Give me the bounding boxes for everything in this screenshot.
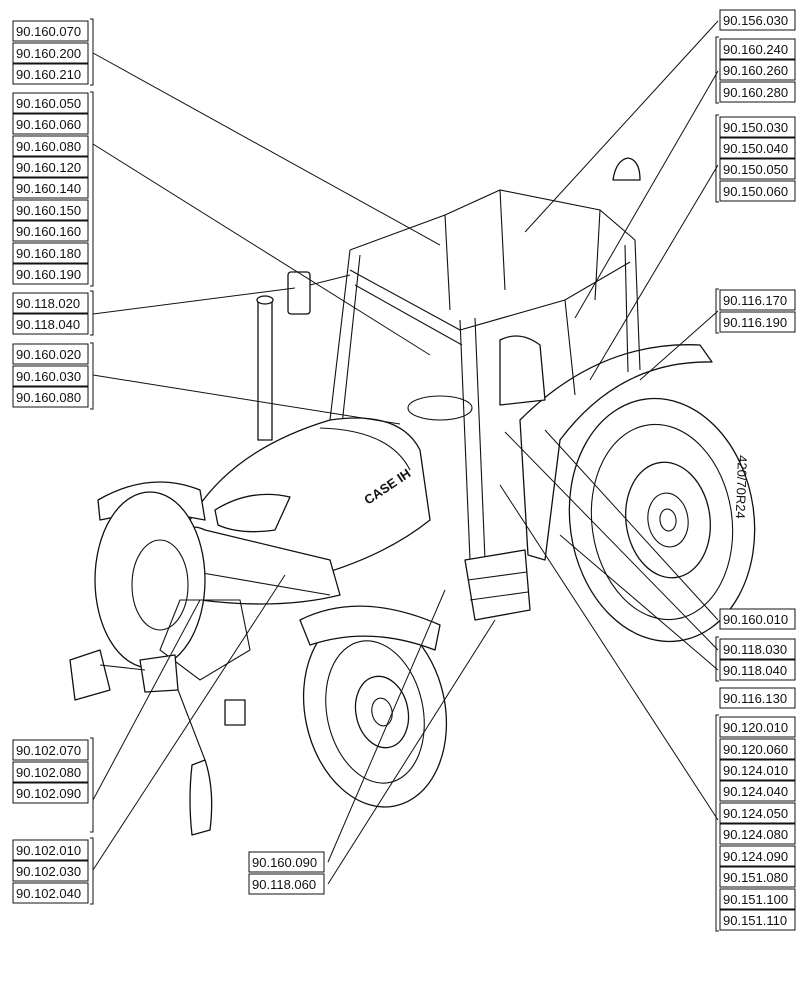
label-90-160-060: 90.160.060	[16, 117, 81, 132]
label-90-124-010: 90.124.010	[723, 763, 788, 778]
label-90-160-180: 90.160.180	[16, 246, 81, 261]
label-90-151-080: 90.151.080	[723, 870, 788, 885]
label-90-124-040: 90.124.040	[723, 784, 788, 799]
label-90-120-060: 90.120.060	[723, 742, 788, 757]
callout-group-g13: 90.102.070 90.102.080 90.102.090	[12, 737, 94, 833]
label-90-150-040: 90.150.040	[723, 141, 788, 156]
label-90-160-070: 90.160.070	[16, 24, 81, 39]
label-90-160-150: 90.160.150	[16, 203, 81, 218]
label-90-118-040-b: 90.118.040	[723, 663, 787, 678]
label-90-150-030: 90.150.030	[723, 120, 788, 135]
label-90-102-070: 90.102.070	[16, 743, 81, 758]
rear-wheel: 420/70R24	[568, 397, 756, 643]
callout-group-g7: 90.150.030 90.150.040 90.150.050 90.150.…	[715, 114, 796, 203]
cab-frame	[287, 157, 641, 561]
callout-group-g10: 90.118.030 90.118.040	[715, 636, 796, 682]
label-90-120-010: 90.120.010	[723, 720, 788, 735]
label-90-150-060: 90.150.060	[723, 184, 788, 199]
label-90-156-030: 90.156.030	[723, 13, 788, 28]
label-90-116-170: 90.116.170	[723, 293, 787, 308]
callout-group-g5: 90.156.030	[719, 9, 796, 31]
label-90-160-160: 90.160.160	[16, 224, 81, 239]
label-90-102-010: 90.102.010	[16, 843, 81, 858]
label-90-118-040: 90.118.040	[16, 317, 80, 332]
label-90-118-030: 90.118.030	[723, 642, 787, 657]
callout-group-g14: 90.102.010 90.102.030 90.102.040	[12, 837, 94, 905]
label-90-160-280: 90.160.280	[723, 85, 788, 100]
label-90-160-090: 90.160.090	[252, 855, 317, 870]
label-90-160-200: 90.160.200	[16, 46, 81, 61]
label-90-160-080-b: 90.160.080	[16, 390, 81, 405]
callout-group-g1: 90.160.070 90.160.200 90.160.210	[12, 18, 94, 86]
callout-group-g15: 90.160.090 90.118.060	[248, 851, 325, 895]
hood: CASE IH	[174, 417, 431, 605]
label-90-124-090: 90.124.090	[723, 849, 788, 864]
label-90-160-080: 90.160.080	[16, 139, 81, 154]
label-90-118-060: 90.118.060	[252, 877, 316, 892]
callout-group-g4: 90.160.020 90.160.030 90.160.080	[12, 342, 94, 410]
label-90-150-050: 90.150.050	[723, 162, 788, 177]
label-90-124-050: 90.124.050	[723, 806, 788, 821]
label-90-160-120: 90.160.120	[16, 160, 81, 175]
callout-group-g2: 90.160.050 90.160.060 90.160.080 90.160.…	[12, 91, 94, 287]
label-90-160-140: 90.160.140	[16, 181, 81, 196]
front-left-wheel	[94, 491, 206, 669]
callout-group-g11: 90.116.130	[719, 687, 796, 709]
label-90-124-080: 90.124.080	[723, 827, 788, 842]
label-90-116-190: 90.116.190	[723, 315, 787, 330]
label-90-160-210: 90.160.210	[16, 67, 81, 82]
label-90-160-240: 90.160.240	[723, 42, 788, 57]
callout-group-g9: 90.160.010	[719, 608, 796, 630]
label-90-160-190: 90.160.190	[16, 267, 81, 282]
label-90-160-260: 90.160.260	[723, 63, 788, 78]
label-90-116-130: 90.116.130	[723, 691, 787, 706]
label-90-160-050: 90.160.050	[16, 96, 81, 111]
leader-lines	[92, 20, 719, 885]
tire-size-text: 420/70R24	[733, 455, 750, 519]
callout-group-g6: 90.160.240 90.160.260 90.160.280	[715, 36, 796, 104]
label-90-118-020: 90.118.020	[16, 296, 80, 311]
label-90-160-030: 90.160.030	[16, 369, 81, 384]
label-90-151-110: 90.151.110	[723, 913, 787, 928]
label-90-102-040: 90.102.040	[16, 886, 81, 901]
callout-group-g12: 90.120.010 90.120.060 90.124.010 90.124.…	[715, 714, 796, 932]
label-90-160-010: 90.160.010	[723, 612, 788, 627]
front-right-wheel	[302, 612, 448, 808]
label-90-102-090: 90.102.090	[16, 786, 81, 801]
callout-group-g3: 90.118.020 90.118.040	[12, 290, 94, 336]
label-90-160-020: 90.160.020	[16, 347, 81, 362]
label-90-102-080: 90.102.080	[16, 765, 81, 780]
tractor-illustration: 420/70R24	[69, 157, 756, 836]
callout-group-g8: 90.116.170 90.116.190	[715, 288, 796, 334]
label-90-102-030: 90.102.030	[16, 864, 81, 879]
label-90-151-100: 90.151.100	[723, 892, 788, 907]
